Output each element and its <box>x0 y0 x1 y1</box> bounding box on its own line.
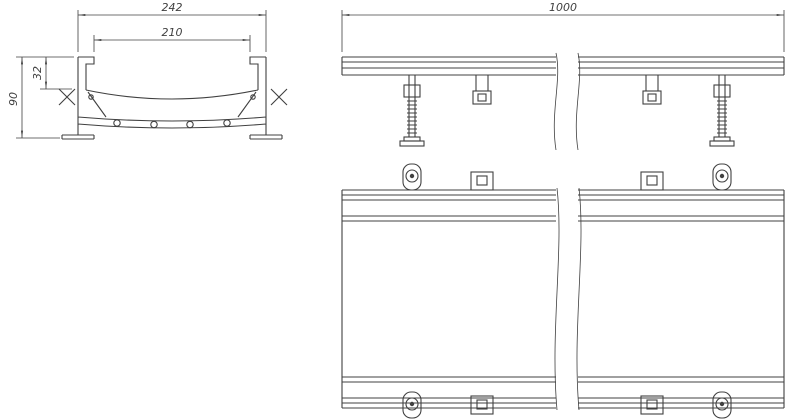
adjustment-screw-top <box>712 163 732 191</box>
cross-section-view: 242 210 90 32 <box>7 1 288 140</box>
wall-hole <box>250 94 256 100</box>
dim-label-edge-depth: 32 <box>31 66 44 80</box>
fixing-clamp-top <box>470 171 494 191</box>
side-anchor-marks <box>58 88 288 106</box>
side-elevation-view <box>341 52 785 151</box>
wall-hole <box>88 94 94 100</box>
break-lines <box>553 52 581 151</box>
drain-hole <box>113 119 121 127</box>
dim-label-opening-width: 210 <box>162 26 183 39</box>
dim-label-length: 1000 <box>549 1 577 14</box>
adjustment-screw <box>709 74 735 147</box>
channel-profile-outline <box>77 56 267 135</box>
rail-lines <box>341 56 785 76</box>
drain-hole <box>223 119 231 127</box>
extension-lines <box>341 10 785 52</box>
adjustment-screw <box>399 74 425 147</box>
adjustment-screw-bottom <box>402 391 422 419</box>
plan-outline-and-rails <box>341 189 785 409</box>
fixing-clamp-bottom <box>470 395 494 415</box>
drain-hole <box>186 120 194 129</box>
adjustment-screw-top <box>402 163 422 191</box>
fixing-clamp <box>642 74 662 105</box>
extension-lines <box>16 10 267 139</box>
length-dimension: 1000 <box>341 1 785 52</box>
adjustment-screw-bottom <box>712 391 732 419</box>
fixing-clamp <box>472 74 492 105</box>
channel-feet <box>61 134 283 140</box>
dim-label-overall-width: 242 <box>162 1 183 14</box>
fixing-clamp-bottom <box>640 395 664 415</box>
fixing-clamp-top <box>640 171 664 191</box>
break-lines <box>554 187 582 411</box>
plan-view <box>341 163 785 419</box>
drain-hole <box>150 120 158 129</box>
dim-label-height: 90 <box>7 92 20 106</box>
